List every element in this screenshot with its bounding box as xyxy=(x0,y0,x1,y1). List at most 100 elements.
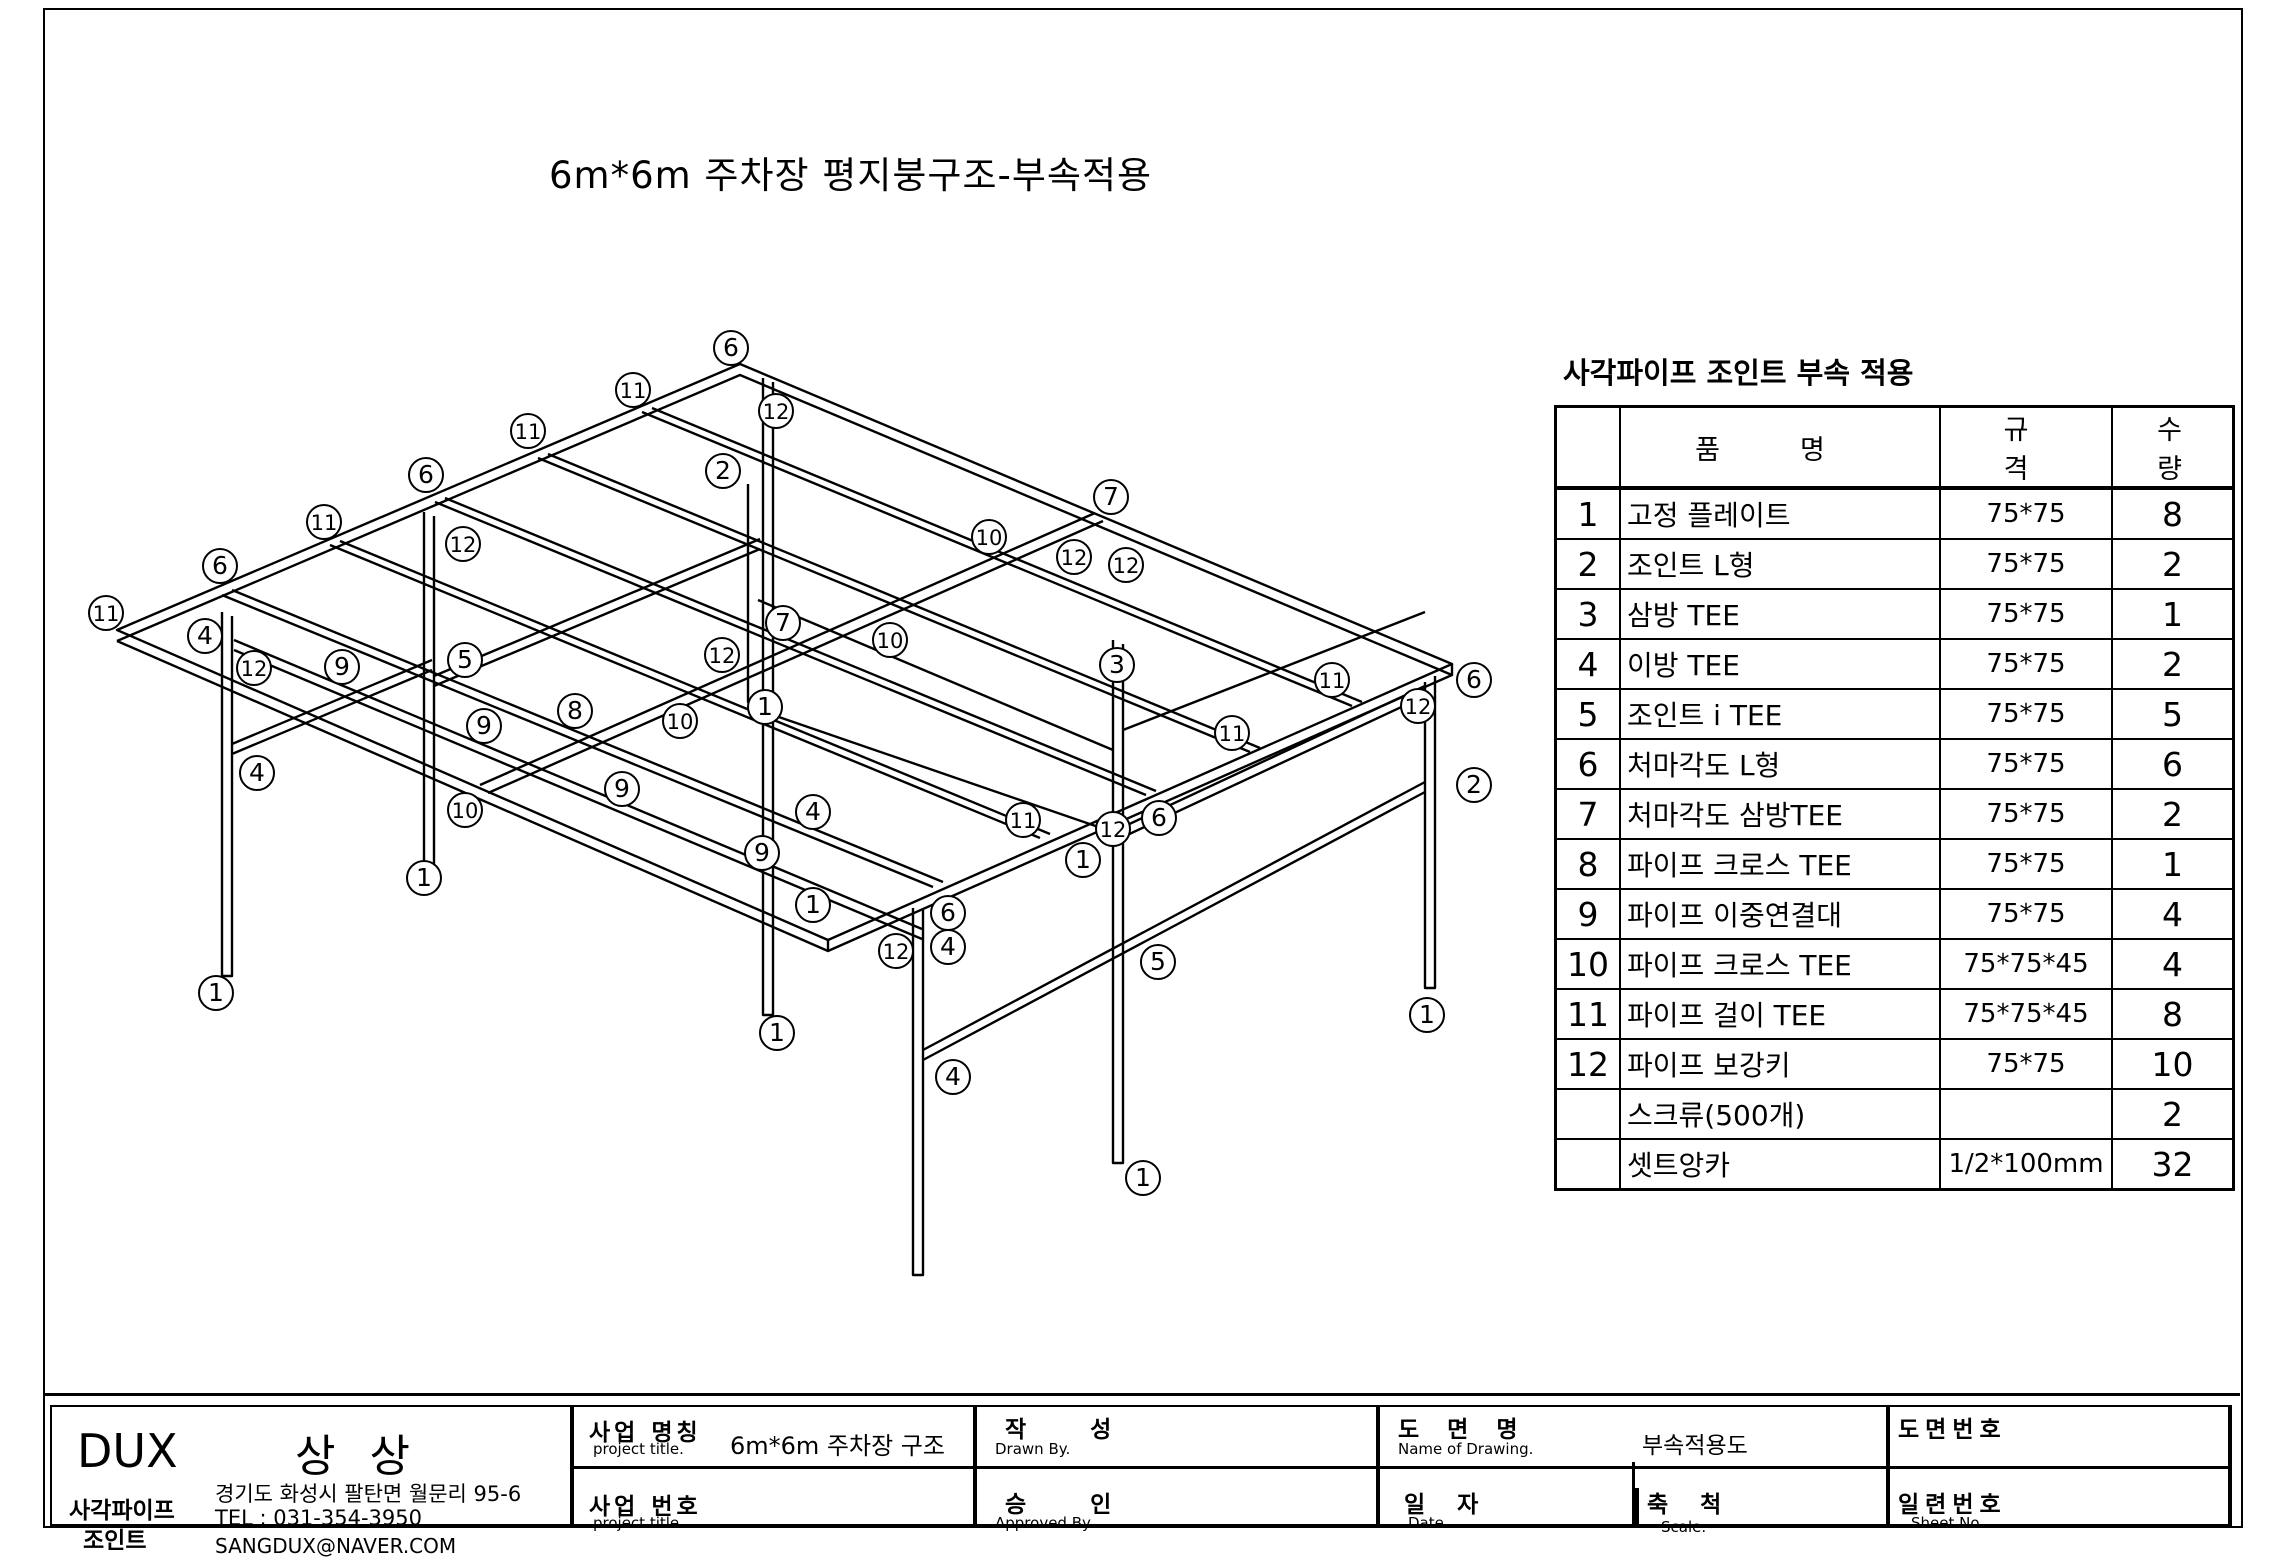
callout-number: 8 xyxy=(567,696,583,725)
callout-number: 6 xyxy=(418,460,434,489)
callout-number: 10 xyxy=(877,629,904,653)
callout-number: 11 xyxy=(93,602,120,626)
callout-number: 11 xyxy=(515,420,542,444)
callout-number: 4 xyxy=(940,932,956,961)
callout-number: 6 xyxy=(1151,803,1167,832)
part-callout: 1 xyxy=(795,887,831,923)
roof-frame xyxy=(115,362,1454,953)
bom-spec: 75*75 xyxy=(1939,838,2113,890)
bom-spec: 75*75 xyxy=(1939,688,2113,740)
bom-spec: 75*75 xyxy=(1939,588,2113,640)
callout-number: 7 xyxy=(775,608,791,637)
drawing-name-value: 부속적용도 xyxy=(1642,1433,1748,1459)
project-name-value: 6m*6m 주차장 구조 xyxy=(730,1432,945,1460)
bom-header-spec: 규격 xyxy=(1939,405,2113,490)
part-callout: 1 xyxy=(1065,842,1101,878)
part-callout: 6 xyxy=(202,548,238,584)
callout-number: 2 xyxy=(715,456,731,485)
callout-number: 2 xyxy=(1466,770,1482,799)
callout-number: 3 xyxy=(1109,650,1125,679)
part-callout: 12 xyxy=(1400,688,1436,724)
date-sub: Date. xyxy=(1408,1514,1449,1532)
drawing-name-sub: Name of Drawing. xyxy=(1398,1440,1534,1458)
callout-number: 1 xyxy=(1135,1163,1151,1192)
part-callout: 11 xyxy=(306,504,342,540)
part-callout: 11 xyxy=(615,372,651,408)
part-callout: 7 xyxy=(765,605,801,641)
bom-no xyxy=(1554,1088,1621,1140)
part-callout: 7 xyxy=(1093,479,1129,515)
callout-number: 12 xyxy=(763,400,790,424)
part-callout: 1 xyxy=(1125,1160,1161,1196)
part-callout: 11 xyxy=(1314,662,1350,698)
bom-name: 파이프 보강키 xyxy=(1619,1038,1941,1090)
bom-spec: 75*75*45 xyxy=(1939,938,2113,990)
callout-number: 12 xyxy=(883,940,910,964)
callout-number: 10 xyxy=(976,526,1003,550)
callout-number: 1 xyxy=(208,978,224,1007)
bom-name: 파이프 크로스 TEE xyxy=(1619,938,1941,990)
approved-by-label: 승 인 xyxy=(1005,1492,1140,1518)
part-callout: 4 xyxy=(239,755,275,791)
bom-qty: 2 xyxy=(2111,638,2235,690)
bom-qty: 6 xyxy=(2111,738,2235,790)
callout-number: 1 xyxy=(757,692,773,721)
sheet-no-label: 일련번호 xyxy=(1898,1492,2007,1518)
part-callout: 1 xyxy=(198,975,234,1011)
bom-qty: 2 xyxy=(2111,538,2235,590)
callout-number: 6 xyxy=(940,898,956,927)
part-callout: 2 xyxy=(705,453,741,489)
part-callout: 4 xyxy=(795,794,831,830)
bom-no: 3 xyxy=(1554,588,1621,640)
project-no-sub: project title. xyxy=(593,1514,684,1532)
bom-name: 파이프 걸이 TEE xyxy=(1619,988,1941,1040)
bom-name: 파이프 이중연결대 xyxy=(1619,888,1941,940)
bom-spec: 75*75 xyxy=(1939,538,2113,590)
callout-number: 11 xyxy=(311,511,338,535)
callout-number: 5 xyxy=(457,645,473,674)
project-name-sub: project title. xyxy=(593,1440,684,1458)
callout-number: 1 xyxy=(1075,845,1091,874)
bom-qty: 1 xyxy=(2111,838,2235,890)
bom-no: 8 xyxy=(1554,838,1621,890)
callout-number: 12 xyxy=(709,644,736,668)
part-callout: 1 xyxy=(1409,997,1445,1033)
callout-number: 1 xyxy=(805,890,821,919)
part-callout: 12 xyxy=(236,650,272,686)
part-callout: 6 xyxy=(930,895,966,931)
approved-by-sub: Approved By. xyxy=(995,1514,1094,1532)
part-callout: 10 xyxy=(872,622,908,658)
drawing-title: 6m*6m 주차장 평지붕구조-부속적용 xyxy=(549,154,1153,197)
braces xyxy=(231,537,1426,1062)
callout-number: 11 xyxy=(1219,722,1246,746)
callout-number: 11 xyxy=(1010,809,1037,833)
bom-no xyxy=(1554,1138,1621,1191)
drawn-by-sub: Drawn By. xyxy=(995,1440,1071,1458)
callout-number: 9 xyxy=(334,652,350,681)
part-callout: 10 xyxy=(971,519,1007,555)
callout-number: 10 xyxy=(667,710,694,734)
callout-number: 1 xyxy=(416,863,432,892)
bom-name: 조인트 L형 xyxy=(1619,538,1941,590)
bom-qty: 2 xyxy=(2111,1088,2235,1140)
callout-number: 11 xyxy=(1319,669,1346,693)
callout-number: 12 xyxy=(241,657,268,681)
company-type-2: 조인트 xyxy=(83,1528,147,1554)
bom-spec: 75*75 xyxy=(1939,888,2113,940)
part-callout: 6 xyxy=(1456,662,1492,698)
part-callout: 11 xyxy=(1214,715,1250,751)
callout-number: 9 xyxy=(754,838,770,867)
bom-qty: 1 xyxy=(2111,588,2235,640)
part-callout: 11 xyxy=(88,595,124,631)
part-callout: 9 xyxy=(466,708,502,744)
bom-spec: 75*75 xyxy=(1939,487,2113,540)
callout-number: 5 xyxy=(1150,947,1166,976)
bom-name: 조인트 i TEE xyxy=(1619,688,1941,740)
callout-number: 4 xyxy=(197,621,213,650)
bom-no: 6 xyxy=(1554,738,1621,790)
callout-number: 12 xyxy=(1113,554,1140,578)
drawing-no-label: 도면번호 xyxy=(1898,1417,2007,1443)
